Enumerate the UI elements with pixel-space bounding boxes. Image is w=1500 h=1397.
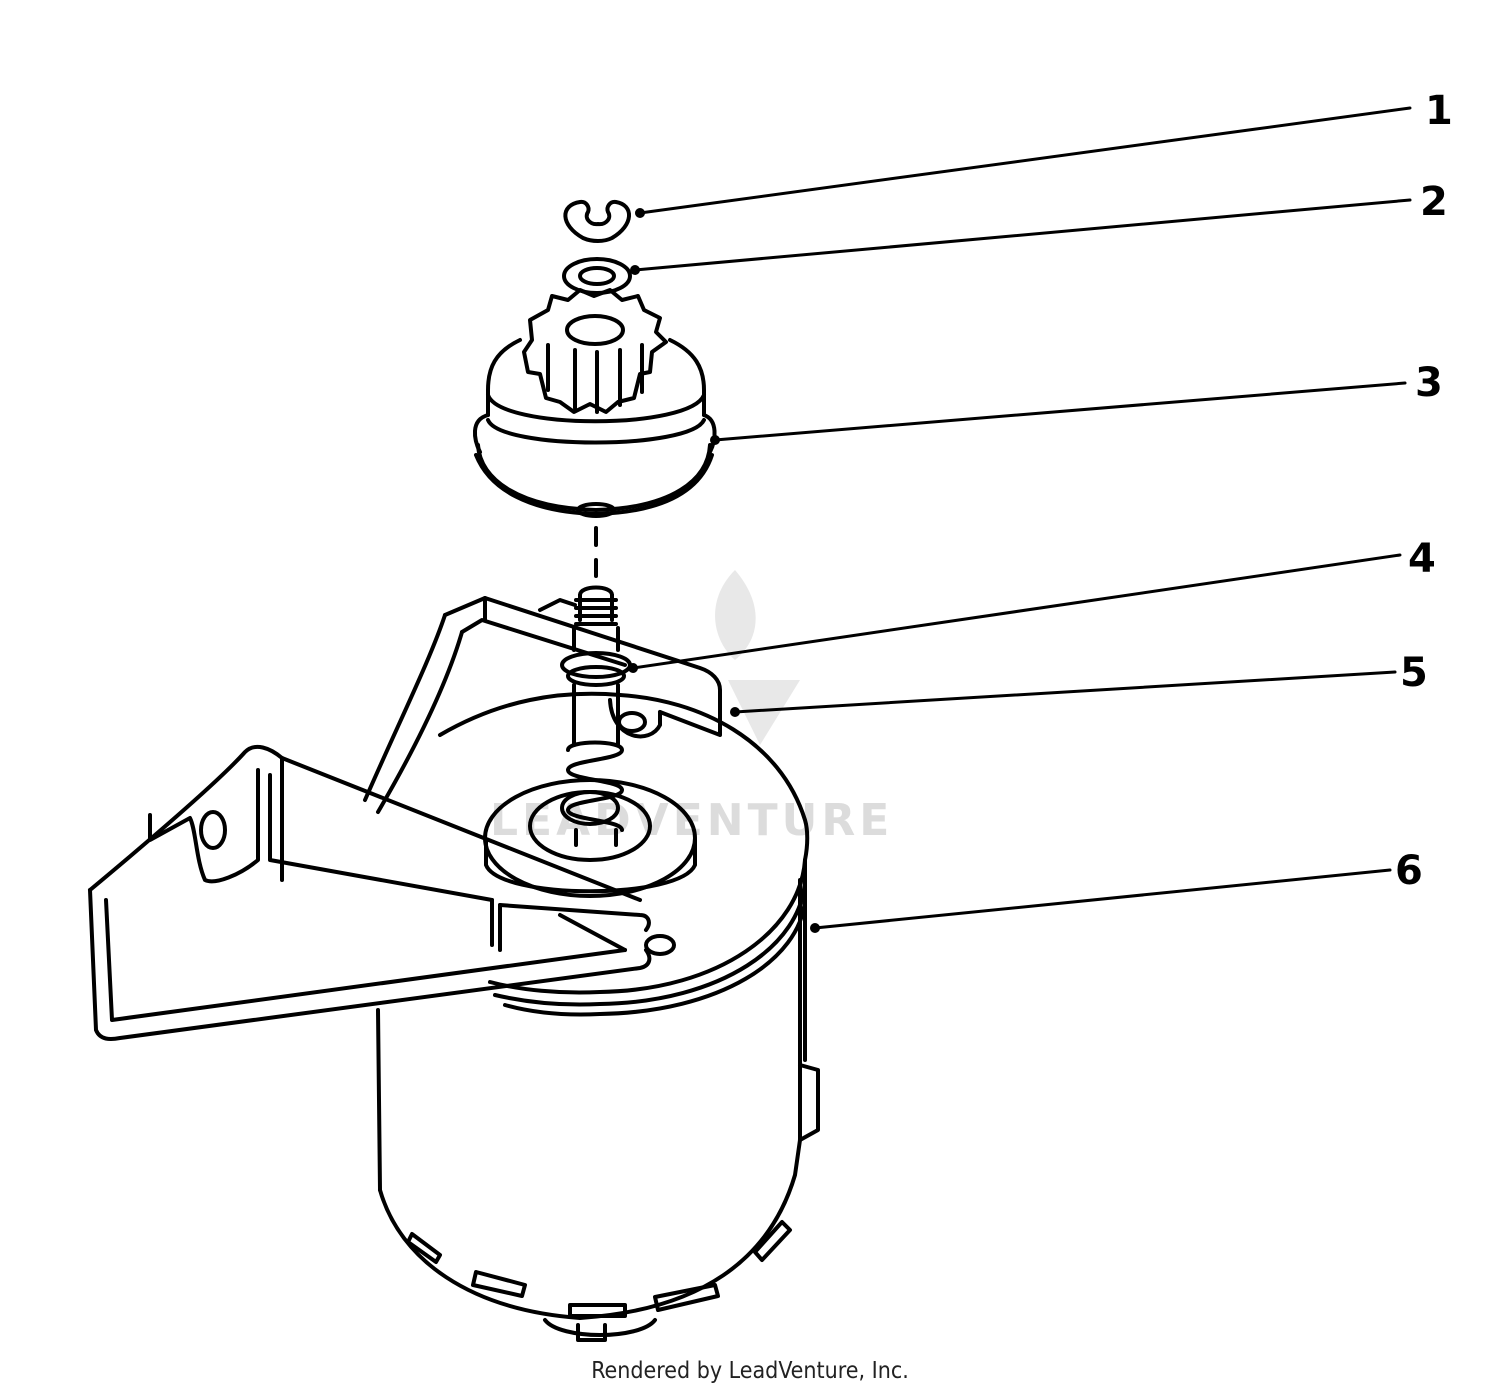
callout-2: 2	[1420, 179, 1448, 225]
callout-4: 4	[1408, 536, 1436, 582]
callout-3: 3	[1415, 360, 1443, 406]
motor-housing	[376, 691, 820, 1342]
thrust-washer	[562, 257, 632, 295]
mounting-bracket	[88, 596, 722, 1041]
rendered-by-credit: Rendered by LeadVenture, Inc.	[591, 1358, 909, 1384]
drive-pinion-gear	[473, 288, 717, 518]
callout-1: 1	[1425, 88, 1453, 134]
e-ring-clip	[563, 199, 631, 243]
leader-dots	[628, 208, 820, 933]
callout-6: 6	[1395, 848, 1423, 894]
callout-5: 5	[1400, 650, 1428, 696]
leader-lines	[631, 106, 1412, 930]
